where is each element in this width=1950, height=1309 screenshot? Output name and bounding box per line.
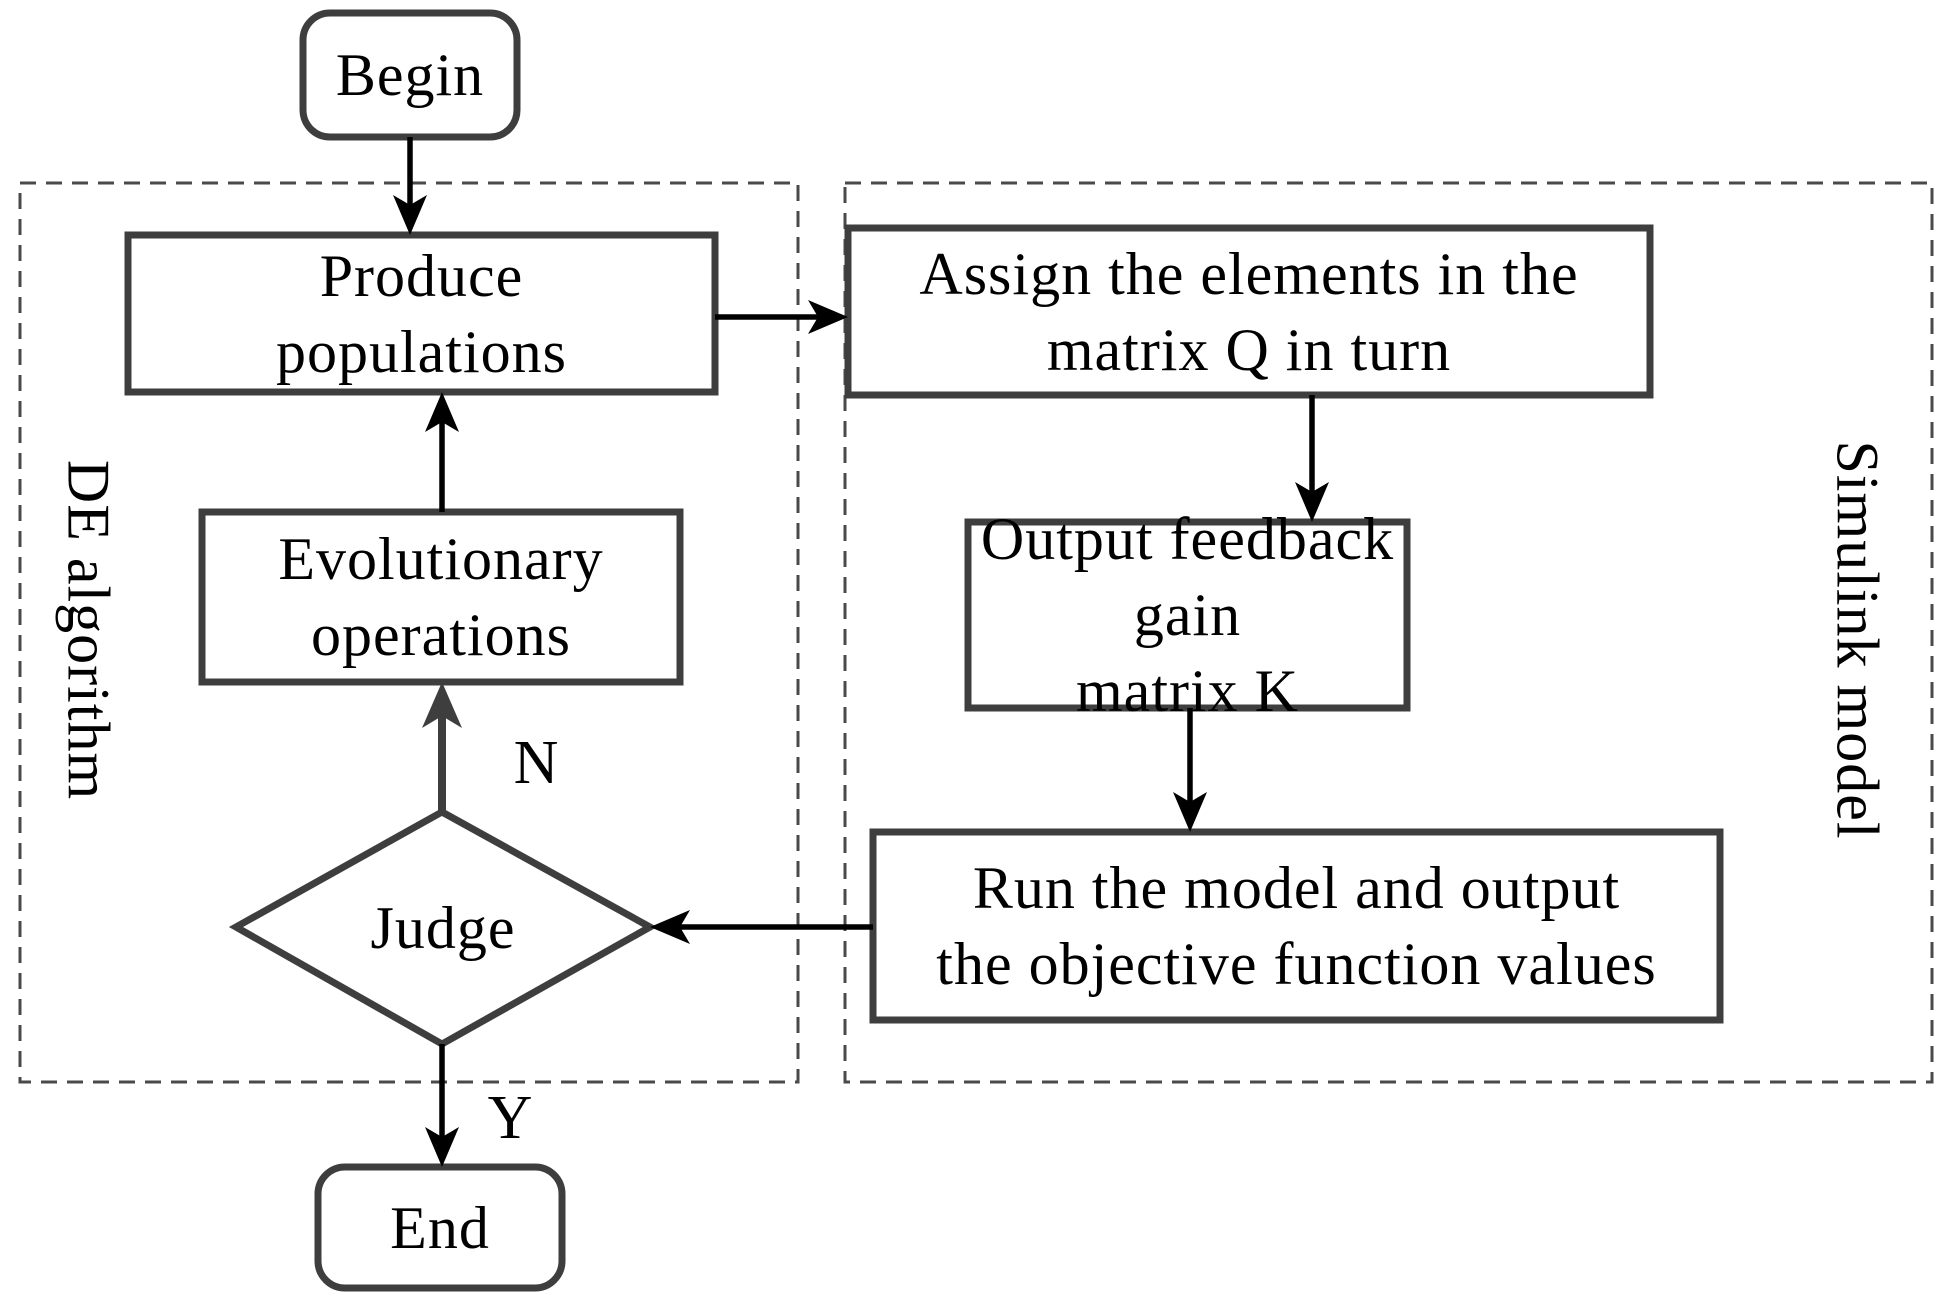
simulink-model-container-label: Simulink model xyxy=(1824,440,1891,840)
end-node-shape xyxy=(314,1163,566,1292)
arrow-evolutionary-to-produce xyxy=(425,392,459,512)
simulink-model-container xyxy=(843,181,1934,1084)
arrow-judge-to-end-yes-branch xyxy=(425,1044,459,1167)
arrow-judge-to-evolutionary-no-branch xyxy=(422,682,462,812)
output-node-shape xyxy=(964,518,1411,712)
assign-node-shape xyxy=(844,224,1654,399)
de-algorithm-container-label: DE algorithm xyxy=(55,459,122,801)
evolutionary-node-shape xyxy=(198,508,684,686)
yes-branch-label: Y xyxy=(487,1083,533,1152)
arrow-produce-to-assign xyxy=(715,300,848,334)
arrow-output-to-run xyxy=(1173,708,1207,832)
de-algorithm-container xyxy=(18,181,800,1084)
begin-node-shape xyxy=(299,9,521,141)
run-node-shape xyxy=(869,828,1724,1024)
no-branch-label: N xyxy=(513,728,559,797)
arrow-begin-to-produce xyxy=(393,137,427,235)
produce-node-shape xyxy=(124,231,719,396)
arrow-assign-to-output xyxy=(1295,395,1329,522)
arrow-run-to-judge xyxy=(650,910,873,944)
judge-decision-shape xyxy=(228,807,658,1049)
